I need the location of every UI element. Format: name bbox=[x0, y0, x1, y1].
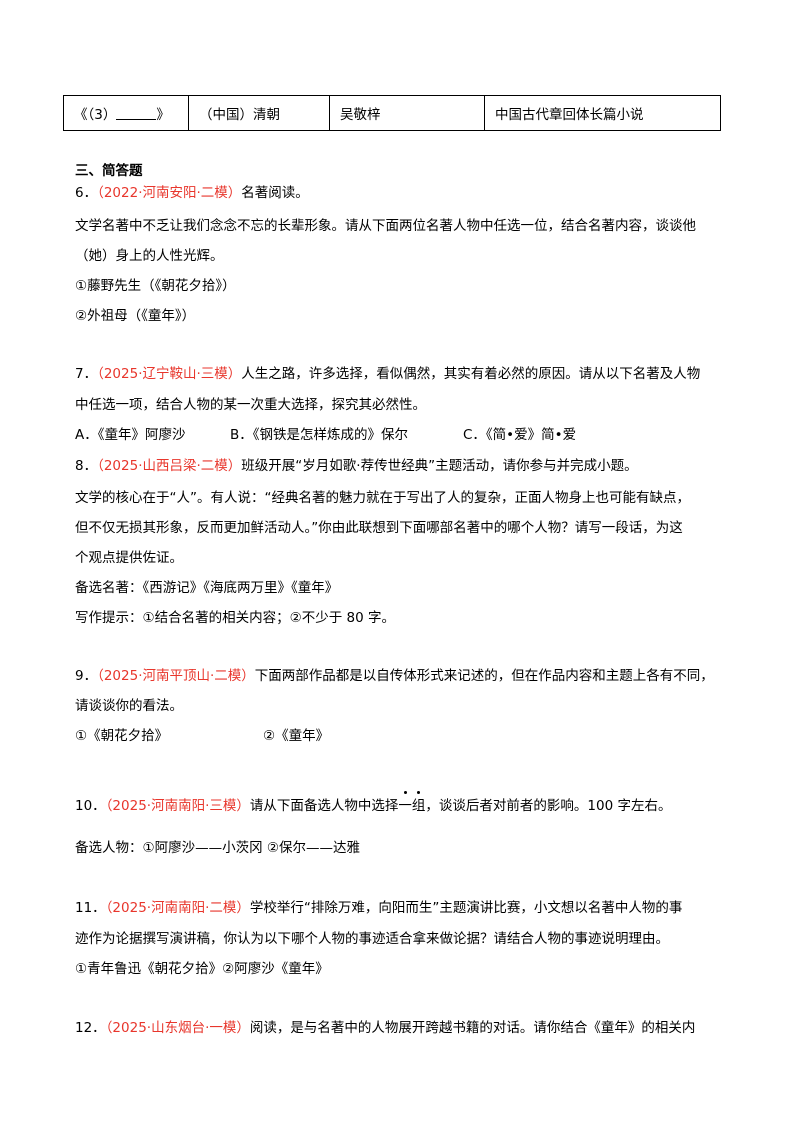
question-source: （2025·河南南阳·二模） bbox=[105, 900, 250, 916]
question-8: 8．（2025·山西吕梁·二模）班级开展“岁月如歌·荐传世经典”主题活动，请你参… bbox=[75, 457, 638, 475]
option-b: B．《钢铁是怎样炼成的》保尔 bbox=[230, 427, 409, 443]
question-text: 请从下面备选人物中选择 bbox=[249, 798, 399, 814]
question-source: （2025·山西吕梁·二模） bbox=[97, 458, 242, 474]
question-text-end: ，谈谈后者对前者的影响。100 字左右。 bbox=[425, 798, 672, 814]
question-number: 9． bbox=[75, 668, 98, 684]
table-cell-genre: 中国古代章回体长篇小说 bbox=[484, 95, 721, 131]
question-6-line-2: （她）身上的人性光辉。 bbox=[75, 248, 224, 264]
book-info-table: 《（3）》 （中国）清朝 吴敬梓 中国古代章回体长篇小说 bbox=[63, 95, 721, 131]
question-source: （2025·河南南阳·三模） bbox=[105, 798, 250, 814]
option-1: ①《朝花夕拾》 bbox=[75, 728, 169, 744]
question-source: （2025·山东烟台·一模） bbox=[105, 1020, 250, 1036]
question-number: 10． bbox=[75, 798, 106, 814]
question-number: 11． bbox=[75, 900, 106, 916]
table-cell-title: 《（3）》 bbox=[63, 95, 189, 131]
answer-blank[interactable] bbox=[116, 106, 157, 120]
question-text: 阅读，是与名著中的人物展开跨越书籍的对话。请你结合《童年》的相关内 bbox=[249, 1020, 696, 1036]
question-source: （2025·辽宁鞍山·三模） bbox=[97, 366, 242, 382]
table-cell-author: 吴敬梓 bbox=[329, 95, 485, 131]
question-7-line-1: 中任选一项，结合人物的某一次重大选择，探究其必然性。 bbox=[75, 397, 426, 413]
question-8-line-4: 备选名著：《西游记》《海底两万里》《童年》 bbox=[75, 580, 339, 596]
question-text: 班级开展“岁月如歌·荐传世经典”主题活动，请你参与并完成小题。 bbox=[241, 458, 638, 474]
table-cell-country: （中国）清朝 bbox=[188, 95, 330, 131]
question-text: 学校举行“排除万难，向阳而生”主题演讲比赛，小文想以名著中人物的事 bbox=[249, 900, 683, 916]
question-9-options: ①《朝花夕拾》 ②《童年》 bbox=[75, 727, 329, 745]
option-c: C．《简•爱》简•爱 bbox=[463, 427, 577, 443]
question-12: 12．（2025·山东烟台·一模）阅读，是与名著中的人物展开跨越书籍的对话。请你… bbox=[75, 1019, 695, 1037]
question-6: 6．（2022·河南安阳·二模）名著阅读。 bbox=[75, 184, 309, 202]
question-10: 10．（2025·河南南阳·三模）请从下面备选人物中选择一组，谈谈后者对前者的影… bbox=[75, 797, 671, 815]
question-8-line-1: 文学的核心在于“人”。有人说：“经典名著的魅力就在于写出了人的复杂，正面人物身上… bbox=[75, 490, 690, 506]
question-11: 11．（2025·河南南阳·二模）学校举行“排除万难，向阳而生”主题演讲比赛，小… bbox=[75, 899, 682, 917]
option-a: A．《童年》阿廖沙 bbox=[75, 427, 186, 443]
question-number: 6． bbox=[75, 185, 98, 201]
table-row: 《（3）》 （中国）清朝 吴敬梓 中国古代章回体长篇小说 bbox=[63, 95, 721, 131]
emphasis-dot-char: 一 bbox=[398, 798, 412, 814]
option-2: ②《童年》 bbox=[263, 728, 330, 744]
question-11-line-2: ①青年鲁迅《朝花夕拾》②阿廖沙《童年》 bbox=[75, 961, 329, 977]
question-text: 人生之路，许多选择，看似偶然，其实有着必然的原因。请从以下名著及人物 bbox=[241, 366, 701, 382]
question-6-line-1: 文学名著中不乏让我们念念不忘的长辈形象。请从下面两位名著人物中任选一位，结合名著… bbox=[75, 218, 696, 234]
question-7: 7．（2025·辽宁鞍山·三模）人生之路，许多选择，看似偶然，其实有着必然的原因… bbox=[75, 365, 700, 383]
emphasis-dot-char: 组 bbox=[411, 798, 426, 814]
question-8-line-5: 写作提示：①结合名著的相关内容；②不少于 80 字。 bbox=[75, 610, 395, 626]
question-7-options: A．《童年》阿廖沙 B．《钢铁是怎样炼成的》保尔 C．《简•爱》简•爱 bbox=[75, 426, 576, 444]
question-9: 9．（2025·河南平顶山·二模）下面两部作品都是以自传体形式来记述的，但在作品… bbox=[75, 667, 714, 685]
question-6-option-2: ②外祖母（《童年》） bbox=[75, 308, 196, 324]
question-8-line-2: 但不仅无损其形象，反而更加鲜活动人。”你由此联想到下面哪部名著中的哪个人物？请写… bbox=[75, 520, 683, 536]
question-number: 7． bbox=[75, 366, 98, 382]
question-10-line-1: 备选人物：①阿廖沙——小茨冈 ②保尔——达雅 bbox=[75, 840, 360, 856]
question-text: 名著阅读。 bbox=[241, 185, 309, 201]
question-8-line-3: 个观点提供佐证。 bbox=[75, 550, 183, 566]
question-source: （2022·河南安阳·二模） bbox=[97, 185, 242, 201]
question-6-option-1: ①藤野先生（《朝花夕拾》） bbox=[75, 278, 236, 294]
question-9-line-1: 请谈谈你的看法。 bbox=[75, 698, 183, 714]
question-number: 12． bbox=[75, 1020, 106, 1036]
question-source: （2025·河南平顶山·二模） bbox=[97, 668, 255, 684]
question-11-line-1: 迹作为论据撰写演讲稿，你认为以下哪个人物的事迹适合拿来做论据？请结合人物的事迹说… bbox=[75, 931, 669, 947]
section-title: 三、简答题 bbox=[75, 163, 143, 179]
question-text: 下面两部作品都是以自传体形式来记述的，但在作品内容和主题上各有不同， bbox=[254, 668, 714, 684]
question-number: 8． bbox=[75, 458, 98, 474]
